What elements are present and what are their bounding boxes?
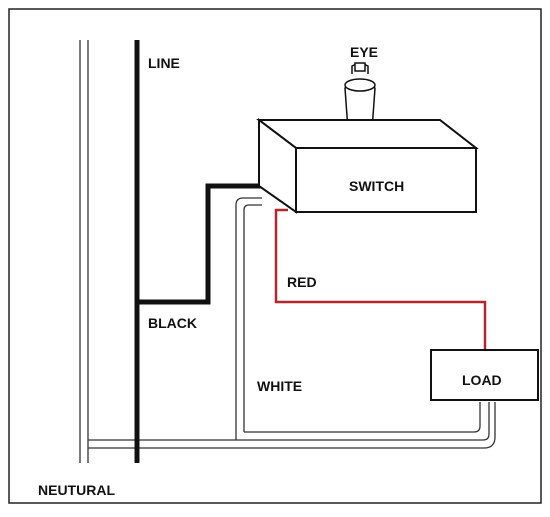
red-wire — [274, 208, 487, 349]
label-load: LOAD — [462, 372, 502, 388]
label-line: LINE — [148, 55, 180, 71]
label-switch: SWITCH — [349, 178, 404, 194]
label-eye: EYE — [350, 44, 378, 60]
label-white: WHITE — [257, 378, 302, 394]
white-wire — [88, 197, 496, 449]
diagram-frame — [8, 8, 542, 504]
neutral-wire — [79, 40, 89, 463]
black-wire — [134, 40, 262, 463]
switch-box — [256, 117, 479, 214]
label-neutral: NEUTURAL — [38, 482, 115, 498]
load-box — [430, 349, 539, 401]
label-red: RED — [287, 274, 317, 290]
label-black: BLACK — [148, 315, 197, 331]
